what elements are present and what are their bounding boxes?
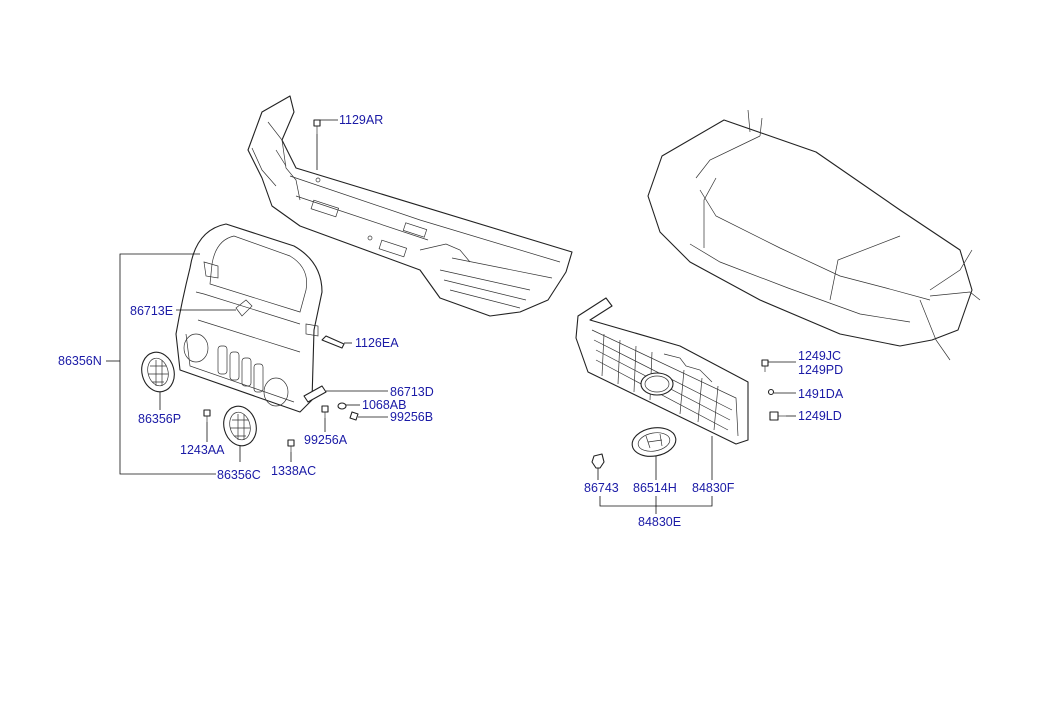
label-1491DA[interactable]: 1491DA	[798, 387, 844, 401]
fasteners-right-drawing	[761, 359, 786, 421]
label-86743[interactable]: 86743	[584, 481, 619, 495]
label-1249LD[interactable]: 1249LD	[798, 409, 842, 423]
label-84830E[interactable]: 84830E	[638, 515, 681, 529]
label-86356N[interactable]: 86356N	[58, 354, 102, 368]
fog-cover-left-drawing	[223, 405, 257, 447]
label-86713D[interactable]: 86713D	[390, 385, 434, 399]
radiator-grille-drawing	[575, 297, 749, 445]
label-1129AR[interactable]: 1129AR	[339, 113, 383, 127]
clip-drawing	[591, 453, 605, 469]
label-86356P[interactable]: 86356P	[138, 412, 181, 426]
leader-lines	[106, 119, 796, 514]
label-86514H[interactable]: 86514H	[633, 481, 677, 495]
part-labels: 1129AR 86713E 1126EA 86356N 86356P 86713…	[58, 113, 844, 529]
fog-cover-right-drawing	[141, 351, 175, 393]
label-1243AA[interactable]: 1243AA	[180, 443, 225, 457]
label-99256B[interactable]: 99256B	[390, 410, 433, 424]
fasteners-left-drawing	[203, 119, 359, 452]
grille-surround-drawing	[175, 223, 323, 413]
label-86356C[interactable]: 86356C	[217, 468, 261, 482]
label-1249PD[interactable]: 1249PD	[798, 363, 843, 377]
label-1338AC[interactable]: 1338AC	[271, 464, 316, 478]
front-bumper-drawing	[247, 95, 573, 317]
hood-drawing	[647, 109, 981, 361]
label-1068AB[interactable]: 1068AB	[362, 398, 406, 412]
emblem-drawing	[631, 427, 677, 457]
label-86713E[interactable]: 86713E	[130, 304, 173, 318]
label-99256A[interactable]: 99256A	[304, 433, 348, 447]
label-84830F[interactable]: 84830F	[692, 481, 735, 495]
label-1249JC[interactable]: 1249JC	[798, 349, 841, 363]
label-1126EA[interactable]: 1126EA	[355, 336, 399, 350]
